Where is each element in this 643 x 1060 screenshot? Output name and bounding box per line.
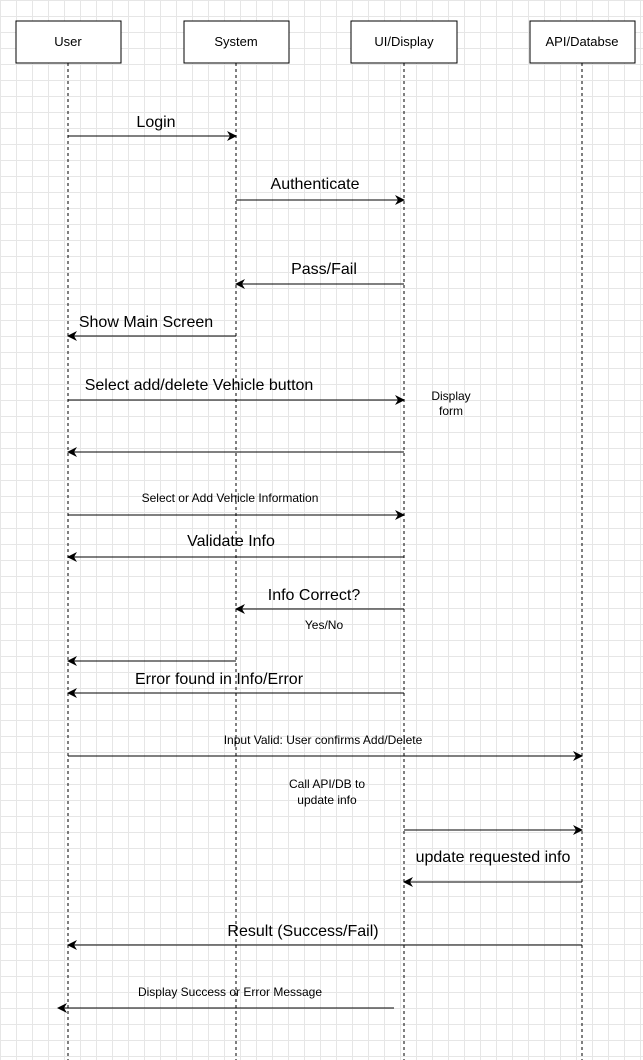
message-display-success-error: Display Success or Error Message [57,985,394,1013]
note-display-form: Display form [431,389,470,418]
note-display-form-line-1: Display [431,389,470,403]
participant-user: User [15,20,122,64]
message-authenticate: Authenticate [236,176,405,205]
note-call-api-db-line-2: update info [297,793,357,807]
message-result: Result (Success/Fail) [67,923,582,950]
message-update-requested-info: update requested info [403,849,582,887]
note-yes-no-line-1: Yes/No [305,618,344,632]
note-yes-no: Yes/No [305,618,344,632]
message-pass-fail: Pass/Fail [235,261,404,289]
message-select-add-delete-vehicle-label: Select add/delete Vehicle button [85,377,314,394]
message-validate-info-label: Validate Info [187,533,275,550]
message-select-add-vehicle-info-label: Select or Add Vehicle Information [142,491,319,505]
message-select-add-vehicle-info: Select or Add Vehicle Information [68,491,405,520]
message-validate-info: Validate Info [67,533,404,562]
message-select-add-delete-vehicle: Select add/delete Vehicle button [68,377,405,405]
message-authenticate-label: Authenticate [271,176,360,193]
message-login: Login [68,114,237,141]
note-display-form-line-2: form [439,404,463,418]
participant-ui-display: UI/Display [350,20,458,64]
message-pass-fail-label: Pass/Fail [291,261,357,278]
participant-user-label: User [54,34,82,49]
participant-system-label: System [214,34,257,49]
message-login-label: Login [136,114,175,131]
participant-system: System [183,20,290,64]
message-update-requested-info-label: update requested info [416,849,571,866]
note-call-api-db: Call API/DB to update info [289,777,365,807]
message-input-valid-confirm-label: Input Valid: User confirms Add/Delete [224,733,423,747]
message-display-success-error-label: Display Success or Error Message [138,985,322,999]
message-show-main-screen-label: Show Main Screen [79,314,213,331]
participant-api-database: API/Databse [529,20,636,64]
message-input-valid-confirm: Input Valid: User confirms Add/Delete [68,733,583,761]
message-result-label: Result (Success/Fail) [227,923,378,940]
note-call-api-db-line-1: Call API/DB to [289,777,365,791]
message-error-found-label: Error found in Info/Error [135,671,304,688]
message-info-correct-label: Info Correct? [268,587,361,604]
message-info-correct: Info Correct? [235,587,404,614]
message-show-main-screen: Show Main Screen [67,314,236,341]
participant-api-database-label: API/Databse [546,34,619,49]
message-error-found: Error found in Info/Error [67,671,404,698]
participant-ui-display-label: UI/Display [374,34,434,49]
